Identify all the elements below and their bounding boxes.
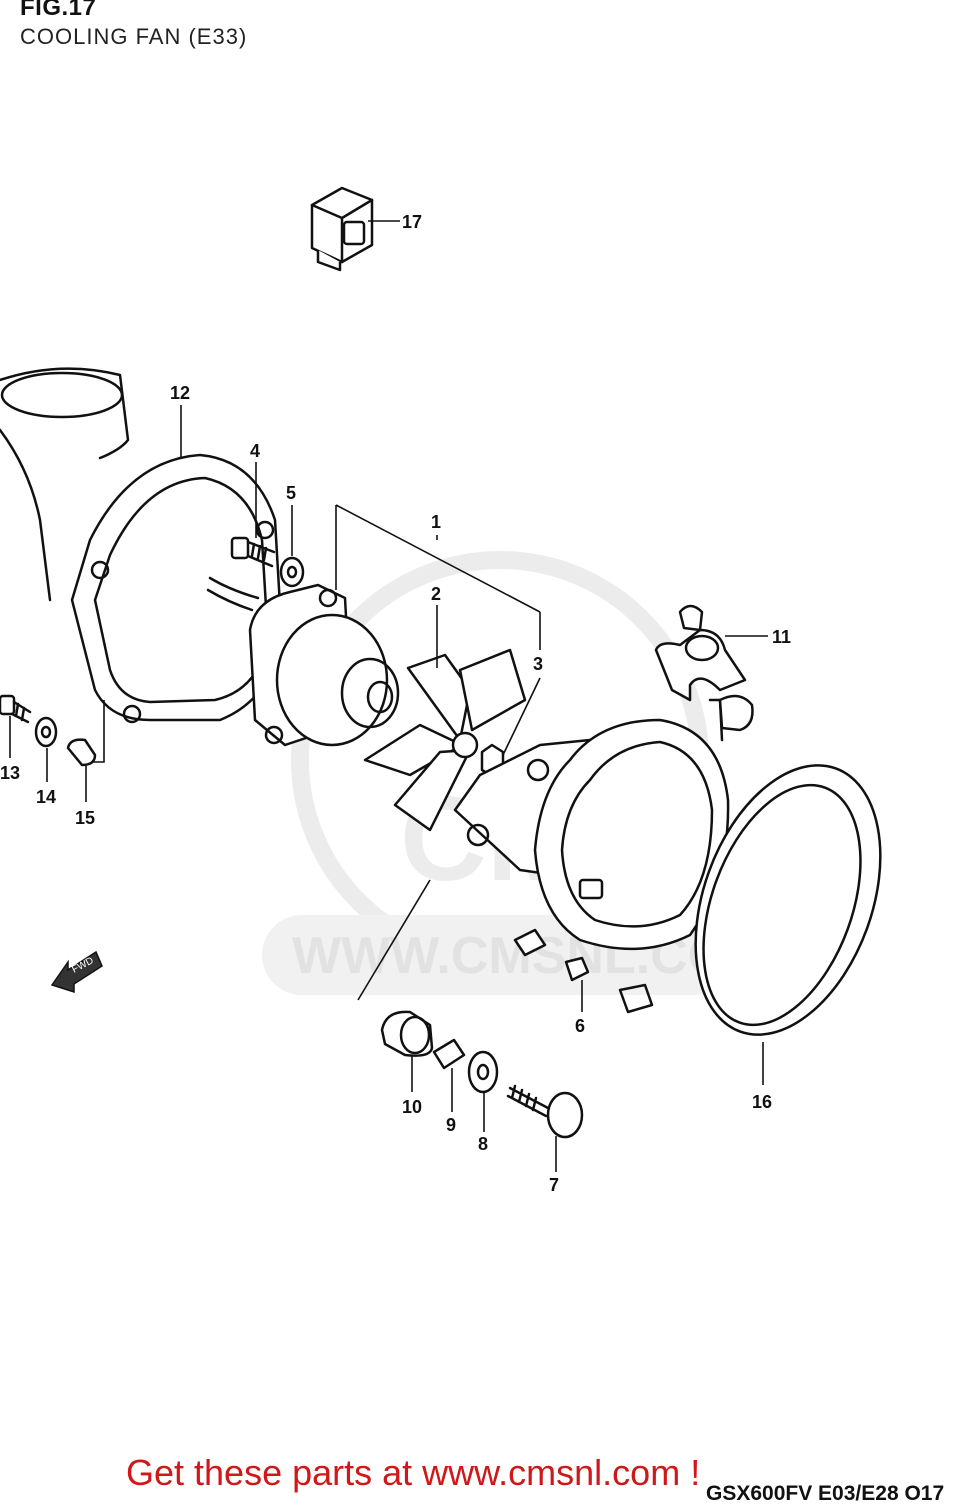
part-11-clamp[interactable]	[654, 604, 768, 702]
part-12-shroud[interactable]	[0, 367, 284, 724]
callout-17: 17	[402, 212, 422, 232]
part-6-grommet[interactable]	[564, 956, 590, 1012]
part-housing[interactable]	[453, 694, 754, 957]
callout-14: 14	[36, 787, 56, 807]
callout-4: 4	[250, 441, 260, 461]
callout-13: 13	[0, 763, 20, 783]
callout-16: 16	[752, 1092, 772, 1112]
callout-2: 2	[431, 584, 441, 604]
part-14-washer[interactable]	[34, 716, 58, 782]
figure-subtitle: COOLING FAN (E33)	[20, 24, 248, 49]
callout-10: 10	[402, 1097, 422, 1117]
callout-9: 9	[446, 1115, 456, 1135]
figure-title: FIG.17	[20, 0, 97, 21]
callout-3: 3	[533, 654, 543, 674]
part-5-washer[interactable]	[279, 505, 305, 588]
callout-1: 1	[431, 512, 441, 532]
callout-6: 6	[575, 1016, 585, 1036]
part-17-relay[interactable]	[310, 186, 400, 272]
callout-8: 8	[478, 1134, 488, 1154]
model-code: GSX600FV E03/E28 O17	[706, 1482, 945, 1505]
part-7-bolt[interactable]	[506, 1084, 584, 1172]
part-16-ring[interactable]	[618, 740, 915, 1085]
part-4-screw[interactable]	[230, 462, 276, 568]
part-2-fan-blade[interactable]	[363, 605, 527, 832]
callout-5: 5	[286, 483, 296, 503]
callout-11: 11	[772, 627, 791, 647]
part-15-collar[interactable]	[66, 700, 105, 802]
part-10-cushion[interactable]	[357, 879, 434, 1092]
callout-7: 7	[549, 1175, 559, 1195]
callout-12: 12	[170, 383, 190, 403]
part-9-collar[interactable]	[432, 1038, 466, 1112]
part-13-bolt[interactable]	[0, 694, 32, 758]
promo-link[interactable]: Get these parts at www.cmsnl.com !	[126, 1452, 701, 1493]
callout-15: 15	[75, 808, 95, 828]
part-1-fan-motor[interactable]	[206, 504, 541, 747]
fwd-arrow: FWD	[50, 950, 103, 994]
part-8-washer[interactable]	[467, 1050, 499, 1132]
